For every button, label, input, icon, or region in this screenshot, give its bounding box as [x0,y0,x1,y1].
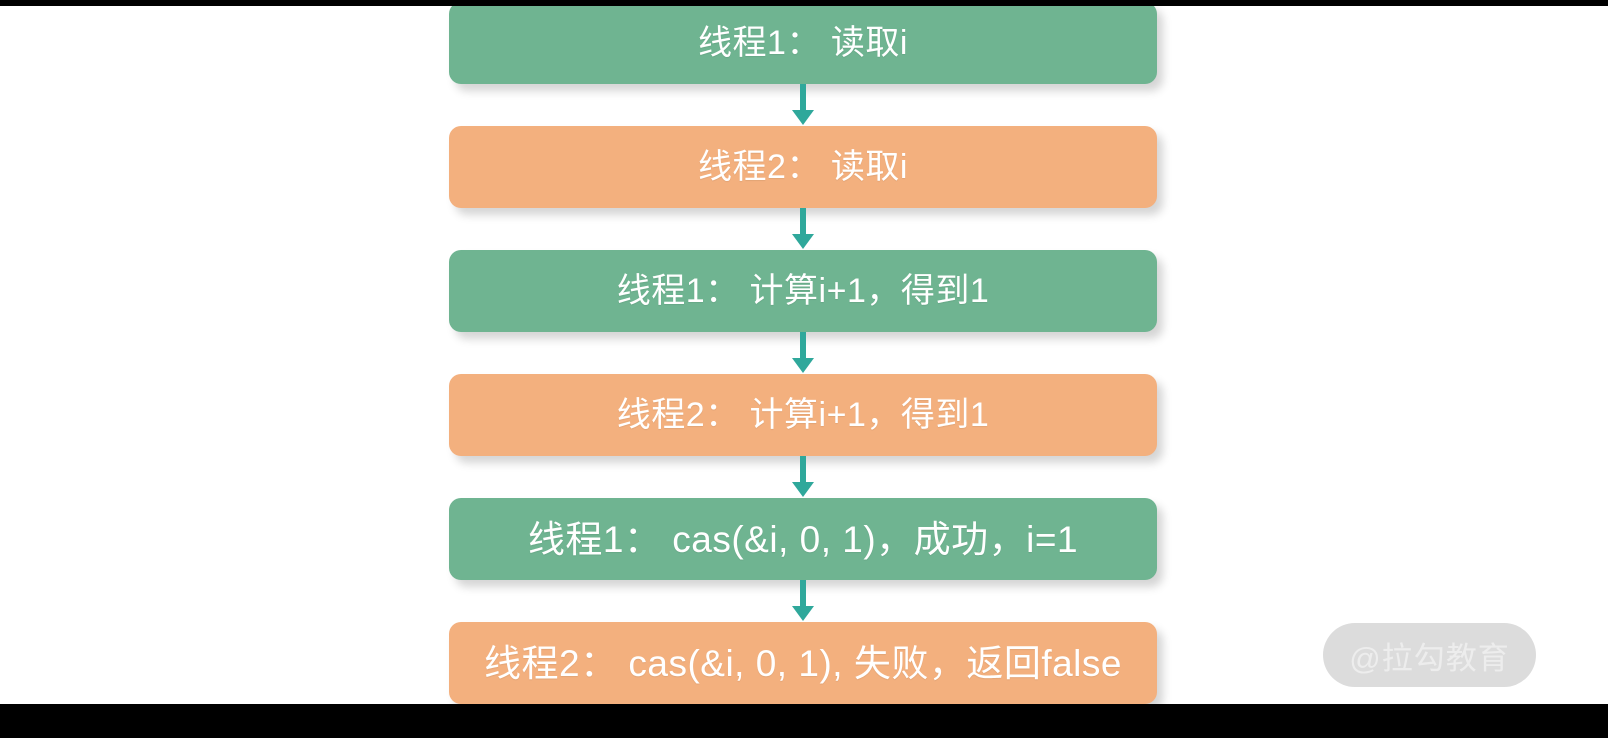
flow-step-1: 线程1： 读取i [449,6,1157,125]
flow-node-label: 线程2： 计算i+1，得到1 [616,396,990,434]
watermark-badge: @拉勾教育 [1323,623,1536,687]
flow-node-green[interactable]: 线程1： 计算i+1，得到1 [449,250,1157,332]
letterbox-bottom [0,704,1608,738]
slide-canvas: 线程1： 读取i 线程2： 读取i [0,6,1608,704]
flow-node-orange[interactable]: 线程2： cas(&i, 0, 1), 失败，返回false [449,622,1157,704]
flow-node-orange[interactable]: 线程2： 读取i [449,126,1157,208]
flow-node-green[interactable]: 线程1： 读取i [449,6,1157,84]
flow-step-3: 线程1： 计算i+1，得到1 [449,250,1157,373]
flow-node-label: 线程1： cas(&i, 0, 1)，成功，i=1 [527,518,1079,560]
flow-step-6: 线程2： cas(&i, 0, 1), 失败，返回false [449,622,1157,704]
flow-node-label: 线程1： 读取i [698,24,908,62]
letterbox-top [0,0,1608,6]
down-arrow-icon [785,84,821,126]
flow-node-label: 线程2： cas(&i, 0, 1), 失败，返回false [484,642,1122,684]
down-arrow-icon [785,456,821,498]
flow-node-green[interactable]: 线程1： cas(&i, 0, 1)，成功，i=1 [449,498,1157,580]
flowchart: 线程1： 读取i 线程2： 读取i [449,6,1157,704]
down-arrow-icon [785,208,821,250]
flow-node-orange[interactable]: 线程2： 计算i+1，得到1 [449,374,1157,456]
flow-step-4: 线程2： 计算i+1，得到1 [449,374,1157,497]
down-arrow-icon [785,332,821,374]
watermark-text: @拉勾教育 [1349,640,1510,676]
flow-step-5: 线程1： cas(&i, 0, 1)，成功，i=1 [449,498,1157,621]
flow-node-label: 线程1： 计算i+1，得到1 [616,272,990,310]
flow-step-2: 线程2： 读取i [449,126,1157,249]
flow-node-label: 线程2： 读取i [698,148,908,186]
down-arrow-icon [785,580,821,622]
